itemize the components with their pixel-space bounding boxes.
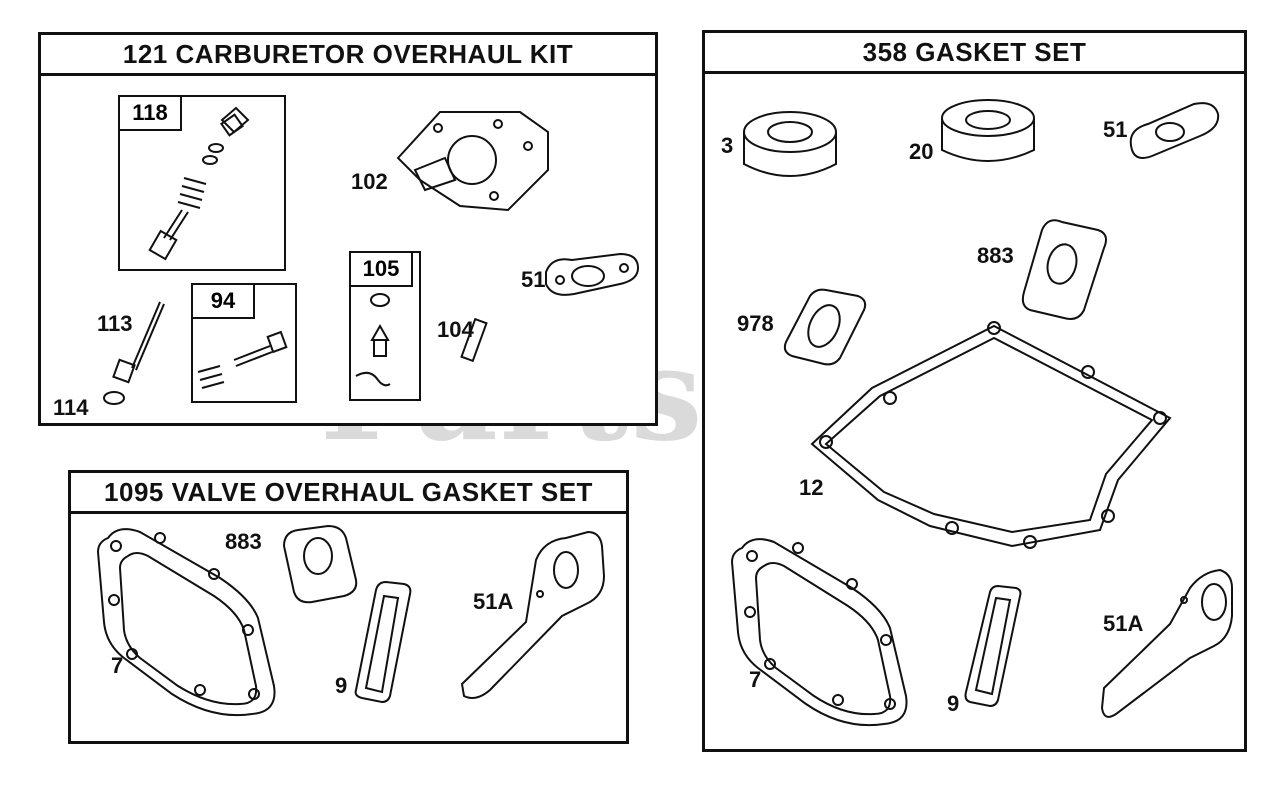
label-102: 102 — [351, 169, 388, 194]
label-51a-valve: 51A — [473, 589, 514, 614]
label-51a-gasket: 51A — [1103, 611, 1144, 636]
sub-kit-105: 105 — [349, 251, 421, 401]
label-104: 104 — [437, 317, 474, 342]
label-7-gasket: 7 — [749, 667, 762, 692]
label-7-valve: 7 — [111, 653, 124, 678]
label-978: 978 — [737, 311, 774, 336]
sub-kit-118-tag: 118 — [118, 95, 182, 131]
label-883-gasket: 883 — [977, 243, 1014, 268]
label-12: 12 — [799, 475, 824, 500]
sub-kit-105-tag: 105 — [349, 251, 413, 287]
label-51-gasket: 51 — [1103, 117, 1128, 142]
valve-gasket-set-title: 1095 VALVE OVERHAUL GASKET SET — [71, 473, 626, 514]
label-51: 51 — [521, 267, 546, 292]
label-9-valve: 9 — [335, 673, 348, 698]
label-114: 114 — [53, 395, 89, 420]
gasket-set-panel: 358 GASKET SET 3 20 51 883 978 12 7 9 51… — [702, 30, 1247, 752]
carburetor-kit-title: 121 CARBURETOR OVERHAUL KIT — [41, 35, 655, 76]
label-883-valve: 883 — [225, 529, 262, 554]
label-3: 3 — [721, 133, 734, 158]
carburetor-kit-panel: 121 CARBURETOR OVERHAUL KIT 118 94 105 1… — [38, 32, 658, 426]
gasket-set-title: 358 GASKET SET — [705, 33, 1244, 74]
label-20: 20 — [909, 139, 934, 164]
label-113: 113 — [97, 311, 133, 336]
label-9-gasket: 9 — [947, 691, 960, 716]
valve-gasket-set-panel: 1095 VALVE OVERHAUL GASKET SET 883 7 9 5… — [68, 470, 629, 744]
sub-kit-94: 94 — [191, 283, 297, 403]
sub-kit-118: 118 — [118, 95, 286, 271]
sub-kit-94-tag: 94 — [191, 283, 255, 319]
